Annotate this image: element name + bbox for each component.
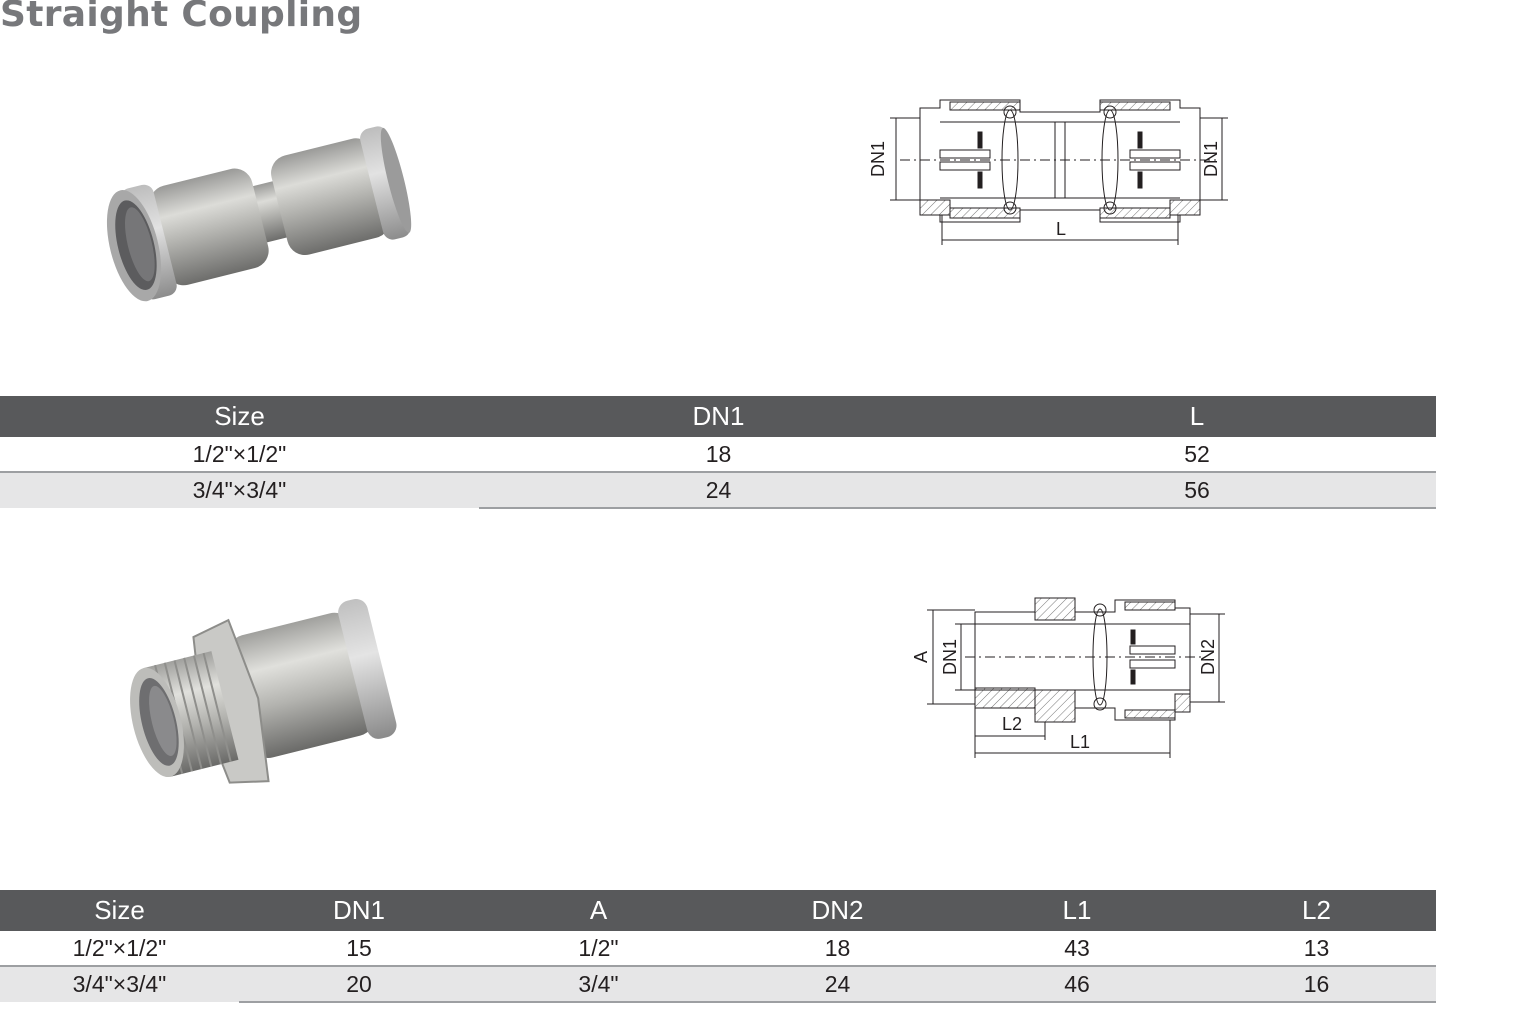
header-size: Size [0,396,479,437]
header-l1: L1 [957,890,1197,931]
spec-table-straight-coupling: Size DN1 L 1/2"×1/2" 18 52 3/4"×3/4" 24 … [0,396,1436,509]
cell-l1: 43 [957,931,1197,967]
header-dn1: DN1 [479,396,958,437]
cell-dn2: 24 [718,966,957,1003]
cell-dn2: 18 [718,931,957,967]
table-row: 3/4"×3/4" 24 56 [0,472,1436,509]
header-dn2: DN2 [718,890,957,931]
dim-l2: L2 [1002,714,1022,734]
dim-dn1-right: DN1 [1201,141,1221,177]
table-row: 1/2"×1/2" 15 1/2" 18 43 13 [0,931,1436,967]
cell-a: 1/2" [479,931,718,967]
table-header-row: Size DN1 L [0,396,1436,437]
cell-dn1: 15 [239,931,479,967]
cell-l: 56 [958,472,1436,509]
dim-dn2: DN2 [1198,639,1218,675]
cell-l2: 16 [1197,966,1436,1003]
cell-l1: 46 [957,966,1197,1003]
dim-length: L [1056,219,1066,239]
table-row: 3/4"×3/4" 20 3/4" 24 46 16 [0,966,1436,1003]
cell-size: 1/2"×1/2" [0,931,239,967]
header-a: A [479,890,718,931]
dim-dn1: DN1 [940,639,960,675]
table-row: 1/2"×1/2" 18 52 [0,437,1436,473]
header-size: Size [0,890,239,931]
cell-dn1: 24 [479,472,958,509]
header-dn1: DN1 [239,890,479,931]
table-header-row: Size DN1 A DN2 L1 L2 [0,890,1436,931]
cell-size: 3/4"×3/4" [0,472,479,508]
header-l2: L2 [1197,890,1436,931]
header-l: L [958,396,1436,437]
dim-l1: L1 [1070,732,1090,752]
cell-dn1: 18 [479,437,958,473]
cell-size: 3/4"×3/4" [0,966,239,1002]
male-threaded-coupling-drawing: A DN1 DN2 L2 L1 [911,597,1225,758]
male-threaded-coupling-photo [130,598,397,784]
straight-coupling-drawing: DN1 DN1 L [868,99,1228,245]
cell-l2: 13 [1197,931,1436,967]
cell-dn1: 20 [239,966,479,1003]
page-title: Straight Coupling [0,0,363,35]
spec-table-male-coupling: Size DN1 A DN2 L1 L2 1/2"×1/2" 15 1/2" 1… [0,890,1436,1003]
straight-coupling-photo [106,126,412,302]
dim-a: A [911,651,931,663]
cell-a: 3/4" [479,966,718,1003]
dim-dn1-left: DN1 [868,141,888,177]
cell-l: 52 [958,437,1436,473]
cell-size: 1/2"×1/2" [0,437,479,473]
